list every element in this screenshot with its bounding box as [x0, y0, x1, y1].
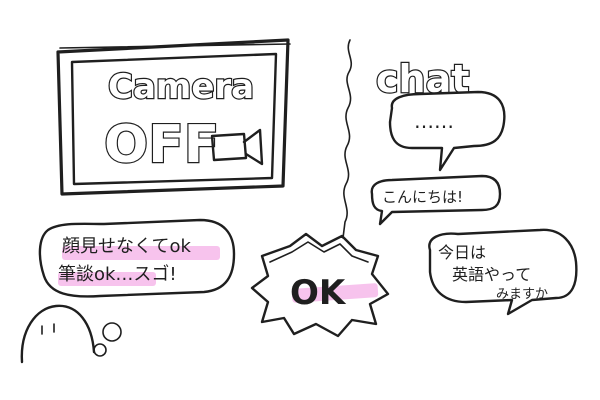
thought-highlight-1 [62, 246, 220, 260]
thought-dot-large [102, 322, 122, 342]
chat-dots: …… [414, 109, 454, 133]
thought-bubble: 顔見せなくてok 筆談ok…スゴ! [38, 218, 236, 357]
greeting-bubble: こんにちは! [370, 174, 502, 226]
camera-off-panel: Camera OFF [56, 38, 291, 196]
off-label: OFF [104, 115, 219, 175]
chat-title: chat [376, 57, 469, 101]
ok-burst: OK [250, 232, 390, 338]
thought-highlight-2 [58, 272, 156, 286]
message-line-3: みますか [496, 287, 548, 302]
chat-ellipsis-bubble: …… [388, 90, 506, 172]
ok-highlight [291, 283, 379, 303]
greeting-text: こんにちは! [382, 188, 463, 206]
wavy-divider [342, 39, 353, 239]
english-message-bubble: 今日は 英語やって みますか [428, 228, 578, 316]
camera-label: Camera [108, 67, 254, 107]
thought-line-1: 顔見せなくてok [62, 236, 191, 257]
message-line-2: 英語やって [452, 265, 531, 284]
thought-line-2: 筆談ok…スゴ! [58, 264, 177, 285]
video-camera-icon [210, 128, 264, 166]
character-face [20, 304, 96, 364]
message-line-1: 今日は [438, 243, 486, 262]
ok-label: OK [290, 273, 347, 313]
thought-dot-small [93, 343, 107, 357]
